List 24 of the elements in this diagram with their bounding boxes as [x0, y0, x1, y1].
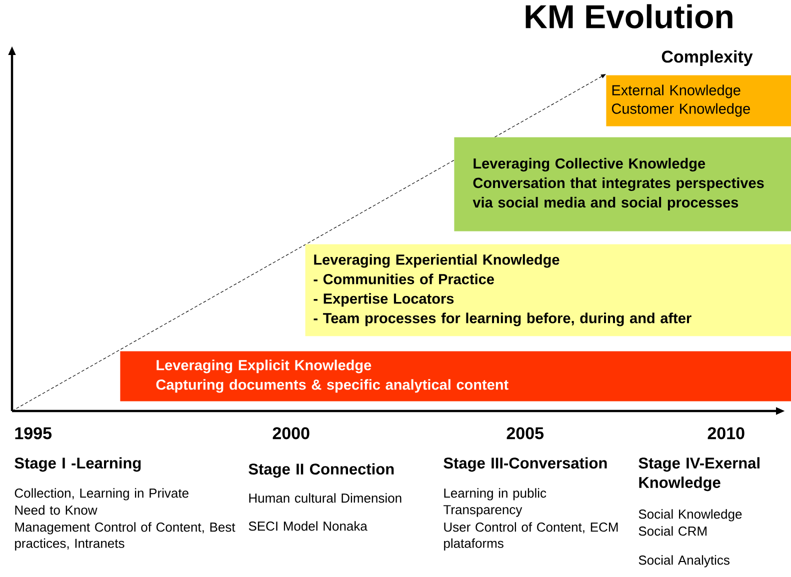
stage-note: Need to Know — [15, 505, 98, 515]
stage-note: Social Analytics — [638, 555, 730, 568]
stage-note: Collection, Learning in Private — [14, 488, 188, 500]
stage-note: Human cultural Dimension — [249, 493, 402, 503]
stage-note: Transparency — [444, 505, 522, 517]
stage-heading: Stage I -Learning — [14, 457, 141, 472]
stage-note: Social CRM — [638, 526, 706, 536]
stage-note: Learning in public — [444, 488, 546, 500]
stage-heading: Stage IV-Exernal Knowledge — [638, 457, 760, 492]
stage-note: SECI Model Nonaka — [248, 521, 368, 531]
band-box: Leveraging Experiential Knowledge - Communities of Practice - Expertise Locators - Team processes for learning before, during and after — [305, 244, 791, 336]
stage-note: User Control of Content, ECM plataforms — [444, 522, 618, 550]
band-box: Leveraging Collective Knowledge Conversation that integrates perspectives via social media and social processes — [454, 137, 791, 232]
year-label: 2005 — [506, 427, 544, 440]
band-box: Leveraging Explicit Knowledge Capturing documents & specific analytical content — [120, 351, 791, 402]
year-label: 2000 — [272, 427, 310, 440]
stage-heading: Stage II Connection — [248, 463, 394, 478]
stage-heading: Stage III-Conversation — [444, 457, 607, 472]
band-box: External Knowledge Customer Knowledge — [606, 75, 791, 126]
stage-note: Social Knowledge — [638, 509, 742, 522]
stage-note: Management Control of Content, Best practices, Intranets — [15, 522, 236, 550]
year-label: 1995 — [15, 427, 52, 440]
year-label: 2010 — [708, 427, 744, 440]
title: KM Evolution — [526, 4, 732, 28]
